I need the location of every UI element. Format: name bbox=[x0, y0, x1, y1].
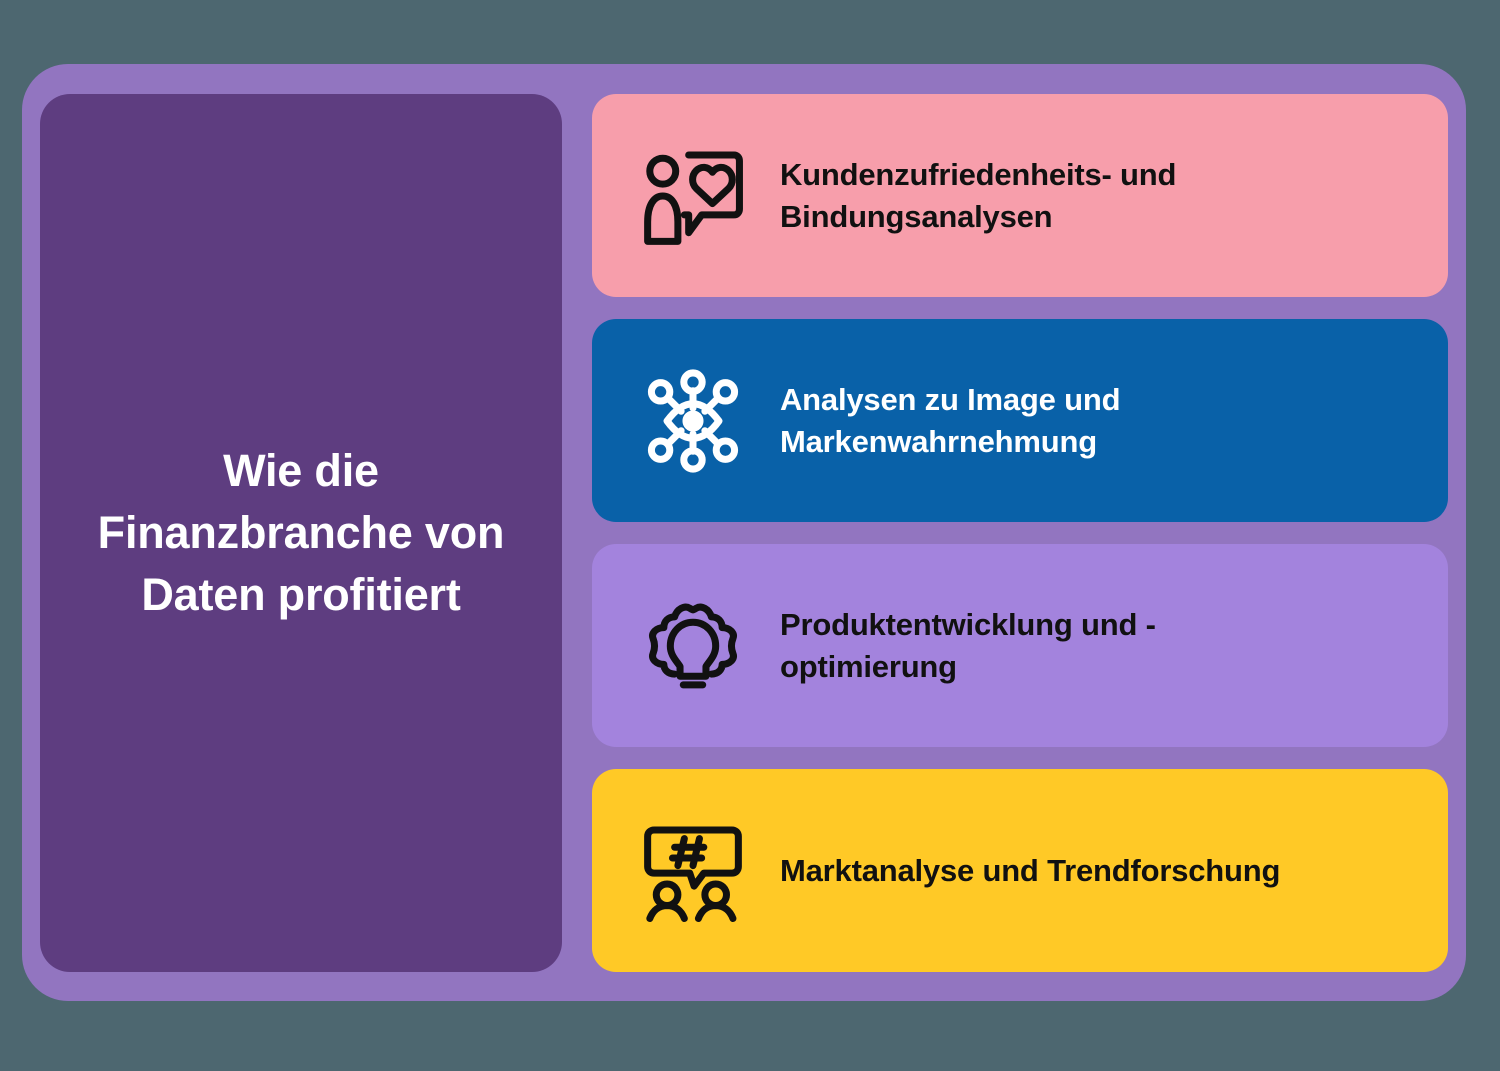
card-customer-satisfaction[interactable]: Kundenzufriedenheits- und Bindungsanalys… bbox=[592, 94, 1448, 297]
eye-network-nodes-icon bbox=[634, 362, 752, 480]
card-brand-perception[interactable]: Analysen zu Image und Markenwahrnehmung bbox=[592, 319, 1448, 522]
card-label: Produktentwicklung und - optimierung bbox=[780, 607, 1156, 684]
hashtag-speech-bubble-two-people-icon bbox=[634, 812, 752, 930]
content-layout: Wie die Finanzbranche von Daten profitie… bbox=[40, 94, 1448, 972]
card-label: Analysen zu Image und Markenwahrnehmung bbox=[780, 382, 1121, 459]
card-product-development[interactable]: Produktentwicklung und - optimierung bbox=[592, 544, 1448, 747]
title-panel: Wie die Finanzbranche von Daten profitie… bbox=[40, 94, 562, 972]
lightbulb-gear-icon bbox=[634, 587, 752, 705]
person-heart-speech-bubble-icon bbox=[634, 137, 752, 255]
card-label: Kundenzufriedenheits- und Bindungsanalys… bbox=[780, 157, 1177, 234]
cards-column: Kundenzufriedenheits- und Bindungsanalys… bbox=[592, 94, 1448, 972]
card-label: Marktanalyse und Trendforschung bbox=[780, 852, 1281, 888]
page-title: Wie die Finanzbranche von Daten profitie… bbox=[97, 444, 505, 621]
card-market-analysis[interactable]: Marktanalyse und Trendforschung bbox=[592, 769, 1448, 972]
